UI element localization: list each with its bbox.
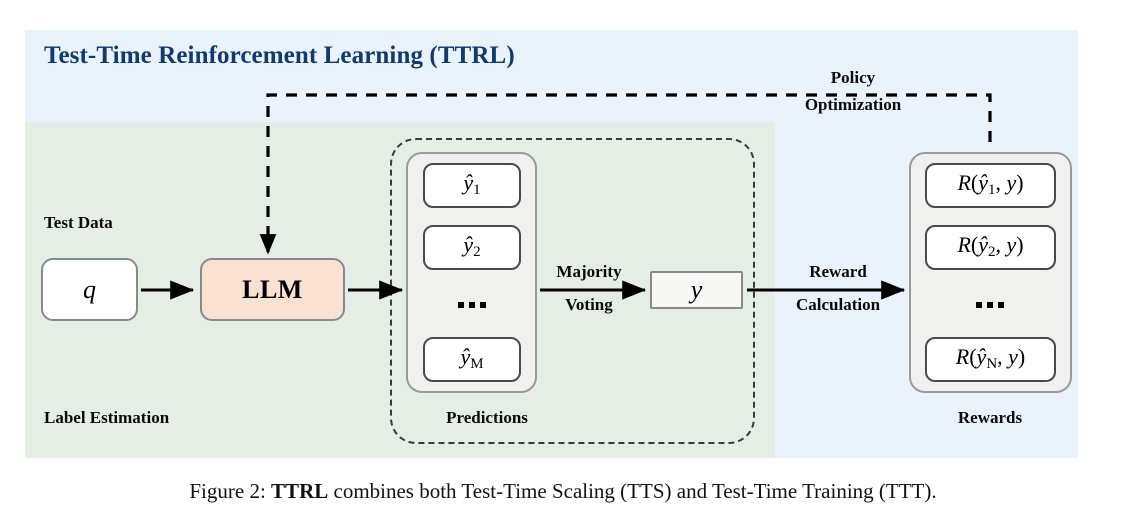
figure-caption-bold: TTRL <box>271 479 329 503</box>
figure-caption-prefix: Figure 2: <box>189 479 272 503</box>
reward-item-label: R(ŷ1, y) <box>957 170 1024 199</box>
rewards-label: Rewards <box>957 408 1023 427</box>
reward-item: R(ŷ2, y) <box>925 225 1056 270</box>
query-node: q <box>41 258 138 321</box>
majority-voting-line2: Voting <box>565 295 613 314</box>
prediction-item: ŷM <box>423 337 521 382</box>
prediction-item-label: ŷM <box>460 344 484 373</box>
majority-voting-label: Majority Voting <box>556 255 621 321</box>
prediction-item-label: ŷ2 <box>463 232 481 261</box>
rewards-ellipsis-icon <box>976 302 1004 308</box>
reward-item: R(ŷ1, y) <box>925 163 1056 208</box>
reward-item-label: R(ŷ2, y) <box>957 232 1024 261</box>
reward-calculation-line2: Calculation <box>795 295 881 314</box>
prediction-item: ŷ2 <box>423 225 521 270</box>
prediction-item: ŷ1 <box>423 163 521 208</box>
predictions-label: Predictions <box>446 408 528 427</box>
reward-item: R(ŷN, y) <box>925 337 1056 382</box>
consensus-label-text: y <box>690 275 703 304</box>
policy-optimization-line2: Optimization <box>804 95 902 114</box>
consensus-label-node: y <box>650 271 743 309</box>
page-title: Test-Time Reinforcement Learning (TTRL) <box>44 42 515 69</box>
predictions-ellipsis-icon <box>458 302 486 308</box>
llm-node-label: LLM <box>242 274 303 304</box>
reward-item-label: R(ŷN, y) <box>955 344 1026 373</box>
policy-optimization-line1: Policy <box>830 68 876 87</box>
query-node-label: q <box>83 274 96 304</box>
figure-caption-rest: combines both Test-Time Scaling (TTS) an… <box>328 479 937 503</box>
test-data-label: Test Data <box>44 213 113 232</box>
reward-calculation-label: Reward Calculation <box>796 255 880 321</box>
llm-node: LLM <box>200 258 345 321</box>
policy-optimization-label: Policy Optimization <box>805 64 901 118</box>
prediction-item-label: ŷ1 <box>463 170 481 199</box>
label-estimation-label: Label Estimation <box>44 408 170 427</box>
majority-voting-line1: Majority <box>556 262 622 281</box>
figure-caption: Figure 2: TTRL combines both Test-Time S… <box>189 479 936 504</box>
reward-calculation-line1: Reward <box>809 262 867 281</box>
